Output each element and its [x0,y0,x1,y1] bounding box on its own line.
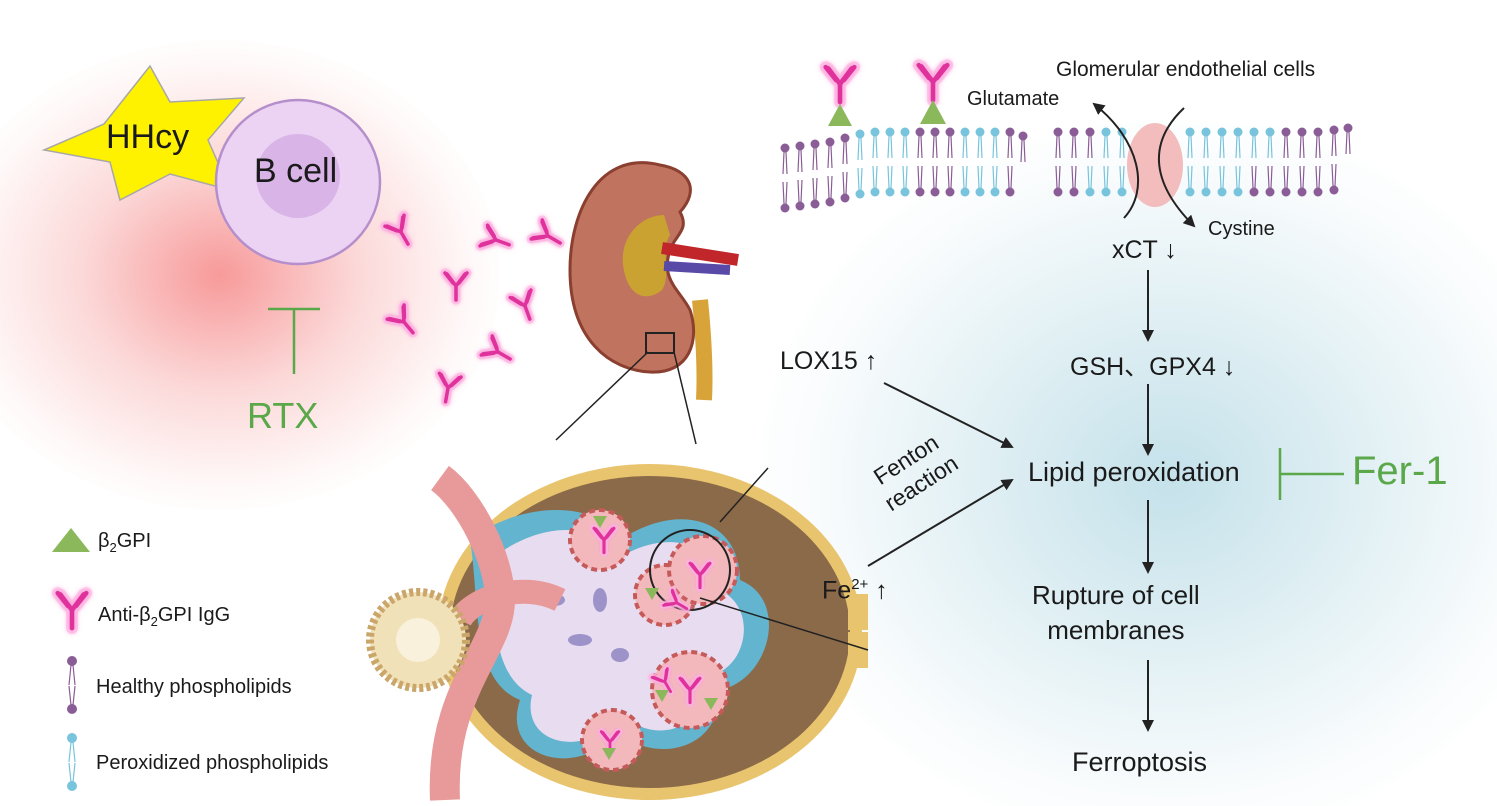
ferroptosis-label: Ferroptosis [1072,747,1208,777]
cystine-arrow [1157,107,1196,228]
iron-arrow: ↑ [868,576,888,605]
glutamate-label: Glutamate [967,88,1060,110]
kidney [568,161,739,401]
b-cell-label: B cell [254,152,338,190]
rtx-label: RTX [247,395,319,436]
legend-healthy-icon [67,656,77,714]
iron-label: Fe2+ ↑ [822,576,888,605]
rupture-line-2: membranes [1047,615,1185,645]
b-cell-nucleus [256,134,340,218]
membrane-b2gpi-2 [920,100,946,124]
membrane-antibodies [826,65,948,102]
membrane-b2gpi-1 [828,104,852,126]
xct-transporter [1127,123,1183,207]
fer1-label: Fer-1 [1352,449,1448,493]
legend-antibody: Anti-β2GPI IgG [98,604,230,629]
rupture-line-1: Rupture of cell [1032,580,1200,610]
glomerular-b2gpi [593,516,718,760]
glutamate-arrow [1092,102,1140,219]
legend-b2gpi-sub: 2 [109,540,117,555]
lipid-peroxidation-label: Lipid peroxidation [1028,457,1240,487]
rupture-label: Rupture of cell membranes [1032,578,1200,648]
fer1-inhibitor-line [1278,448,1344,500]
legend-b2gpi-pre: β [98,530,110,552]
legend-antibody-pre: Anti-β [98,604,151,626]
xct-label: xCT ↓ [1112,236,1177,264]
legend-b2gpi: β2GPI [98,530,151,555]
iron-base: Fe [822,576,852,605]
membrane-left [779,126,1029,214]
hhcy-label: HHcy [106,118,190,156]
legend-antibody-post: GPI IgG [157,604,231,626]
lox15-label: LOX15 ↑ [780,347,878,375]
legend-b2gpi-icon [52,528,90,552]
free-antibodies [385,215,566,403]
membrane-right [1052,122,1354,198]
rtx-inhibitor-line [268,307,320,374]
legend-antibody-icon [58,593,87,628]
legend-antibody-sub: 2 [150,614,158,629]
legend-healthy: Healthy phospholipids [96,676,292,698]
legend-peroxidized-icon [67,733,77,791]
legend-peroxidized: Peroxidized phospholipids [96,752,329,774]
glomerulus [438,464,868,800]
hhcy-star [41,64,246,202]
legend-b2gpi-post: GPI [116,530,152,552]
ferroptosis-glow [760,120,1497,806]
arrow-lox-lipid [883,382,1014,448]
glomerular-label: Glomerular endothelial cells [1056,58,1316,81]
cystine-label: Cystine [1208,218,1275,240]
iron-charge: 2+ [851,576,869,593]
arrow-fenton-lipid [867,478,1014,567]
gsh-gpx4-label: GSH、GPX4 ↓ [1070,353,1236,381]
